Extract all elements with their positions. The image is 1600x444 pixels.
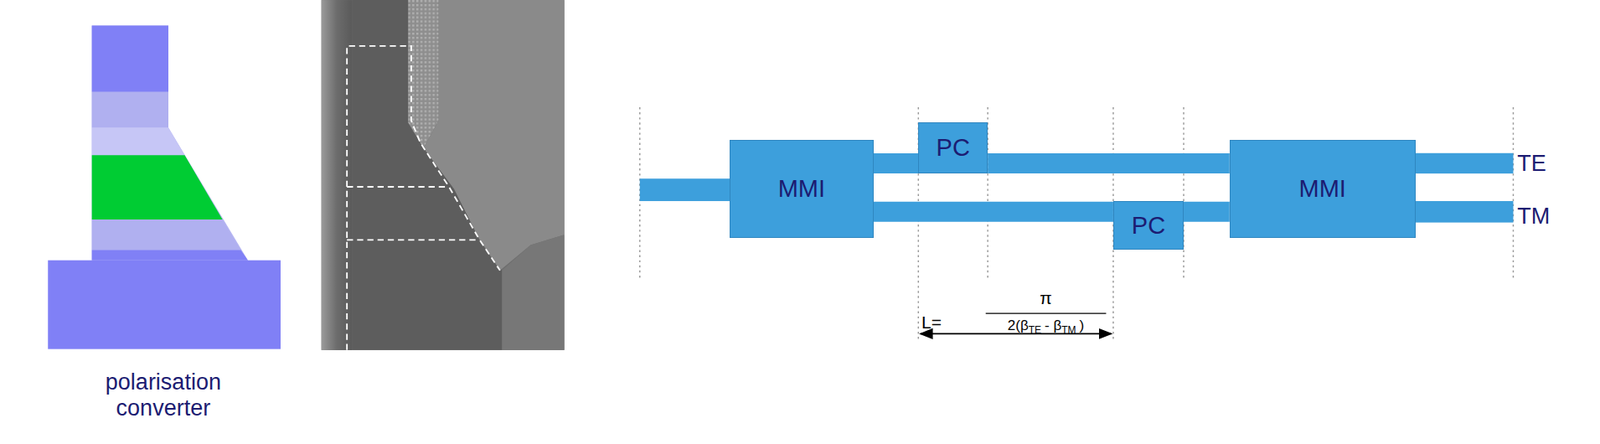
- waveguide-arm: [1183, 201, 1230, 222]
- box-label: MMI: [1298, 175, 1346, 203]
- formula-subscript: TM: [1061, 324, 1076, 336]
- box-label: MMI: [778, 175, 826, 203]
- pc-box: PC: [1113, 201, 1184, 250]
- formula-subscript: TE: [1028, 324, 1042, 336]
- waveguide-cross-section: [47, 25, 281, 350]
- pc-box: PC: [918, 122, 988, 174]
- waveguide-arm: [987, 153, 1230, 174]
- box-label: PC: [1131, 211, 1166, 240]
- caption-text: polarisation converter: [56, 369, 271, 422]
- mmi-box: MMI: [729, 139, 874, 238]
- waveguide-arm: [873, 201, 1114, 222]
- formula-text: L=: [921, 312, 942, 333]
- input-waveguide: [640, 178, 733, 202]
- fraction-bar: [985, 312, 1107, 314]
- mmi-box: MMI: [1229, 139, 1416, 238]
- formula-text: - β: [1044, 317, 1062, 334]
- formula-text: π: [1039, 288, 1053, 309]
- output-waveguide: [1413, 153, 1513, 174]
- waveguide-arm: [873, 153, 919, 174]
- sem-image: [321, 0, 565, 351]
- formula-text: 2(β: [1007, 317, 1029, 334]
- section-lines: [640, 107, 1514, 342]
- output-waveguide: [1413, 201, 1513, 223]
- formula-denominator: 2(βTE- βTM): [1007, 317, 1084, 336]
- box-label: PC: [936, 134, 971, 162]
- port-label: TE: [1517, 149, 1547, 176]
- formula-text: ): [1079, 317, 1085, 334]
- port-label: TM: [1517, 203, 1550, 230]
